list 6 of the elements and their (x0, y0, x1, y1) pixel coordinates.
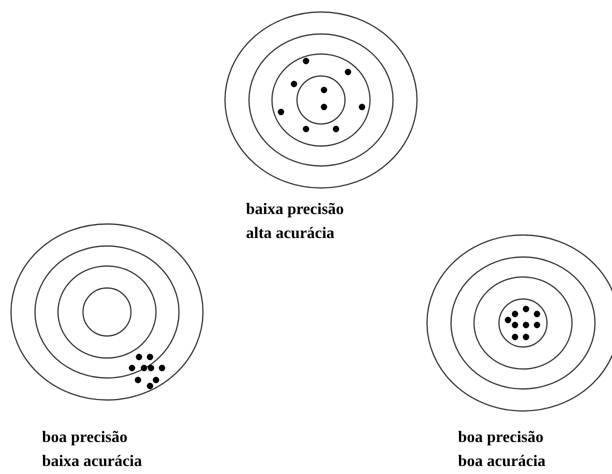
caption-text: baixa precisão (246, 200, 344, 220)
caption-text: boa acurácia (458, 452, 546, 472)
caption-text: alta acurácia (246, 224, 334, 244)
caption-text: baixa acurácia (42, 452, 142, 472)
caption-text: boa precisão (458, 428, 544, 448)
caption-text: boa precisão (42, 428, 128, 448)
